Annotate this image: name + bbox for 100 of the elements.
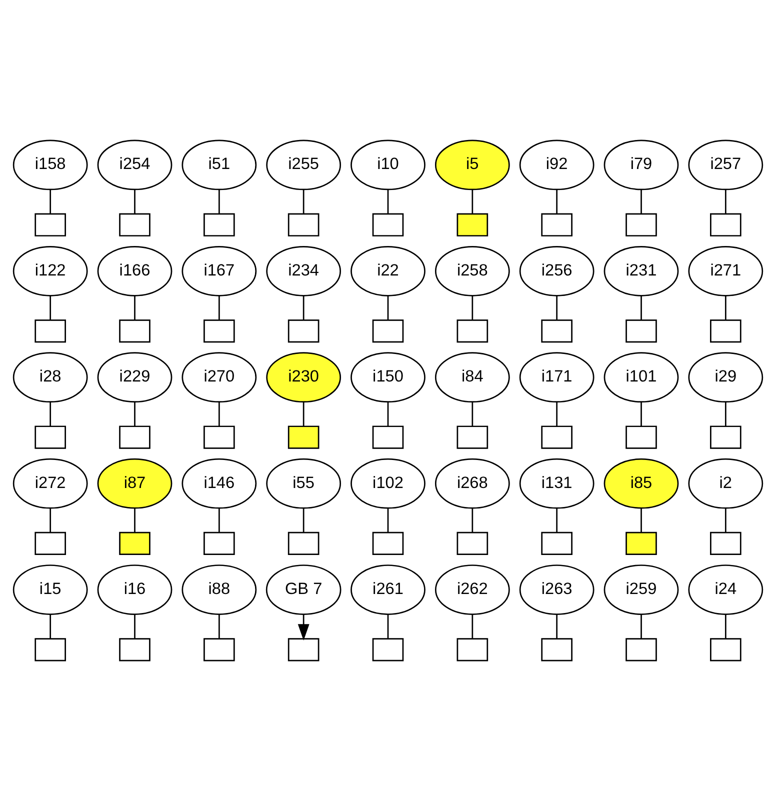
node-ellipse: i150	[350, 352, 426, 402]
node-ellipse: i231	[604, 245, 679, 296]
node-ellipse: i10	[350, 139, 426, 190]
node-box	[204, 638, 235, 661]
arrow	[298, 614, 310, 640]
connector	[472, 189, 474, 214]
node-ellipse: i101	[604, 352, 679, 402]
node-ellipse: i229	[97, 352, 172, 402]
node-ellipse: i258	[434, 245, 510, 296]
connector	[556, 508, 558, 532]
node-ellipse: i271	[688, 245, 764, 296]
node-box	[372, 319, 404, 342]
connector	[472, 508, 474, 532]
node-ellipse: i234	[266, 245, 342, 296]
connector	[218, 189, 220, 214]
node-box	[626, 638, 657, 661]
connector	[724, 508, 726, 532]
connector	[556, 401, 558, 426]
node-ellipse: i257	[688, 139, 764, 190]
node-box	[626, 319, 657, 342]
node-ellipse: i263	[519, 564, 594, 614]
connector	[50, 189, 52, 214]
node-ellipse: i262	[434, 564, 510, 614]
connector	[302, 401, 304, 426]
connector	[134, 189, 136, 214]
connector	[50, 295, 52, 320]
node-box	[541, 319, 572, 342]
node-box	[34, 212, 66, 236]
connector	[640, 401, 642, 426]
node-ellipse: i122	[12, 245, 88, 296]
node-box	[119, 531, 150, 555]
connector	[640, 295, 642, 320]
connector	[724, 614, 726, 638]
connector	[302, 189, 304, 214]
node-box	[456, 425, 488, 448]
node-box	[288, 531, 320, 555]
node-ellipse: i16	[97, 564, 172, 614]
node-box	[288, 212, 320, 236]
node-box	[372, 425, 404, 448]
node-ellipse: i22	[350, 245, 426, 296]
connector	[387, 401, 389, 426]
node-ellipse: i256	[519, 245, 594, 296]
connector	[218, 401, 220, 426]
node-box	[204, 531, 235, 555]
connector	[134, 295, 136, 320]
node-ellipse: i261	[350, 564, 426, 614]
node-box	[372, 638, 404, 661]
node-box	[34, 531, 66, 555]
node-ellipse: i131	[519, 458, 594, 508]
node-ellipse: i102	[350, 458, 426, 508]
node-ellipse: i51	[182, 139, 257, 190]
node-ellipse: i88	[182, 564, 257, 614]
node-box	[204, 212, 235, 236]
connector	[640, 508, 642, 532]
node-ellipse: i158	[12, 139, 88, 190]
node-ellipse: i92	[519, 139, 594, 190]
node-box	[626, 212, 657, 236]
connector	[472, 295, 474, 320]
node-ellipse: i84	[434, 352, 510, 402]
node-box	[204, 319, 235, 342]
connector	[387, 189, 389, 214]
node-box	[34, 638, 66, 661]
connector	[556, 295, 558, 320]
node-box	[288, 425, 320, 448]
node-box	[372, 531, 404, 555]
node-box	[710, 531, 742, 555]
connector	[302, 295, 304, 320]
node-box	[456, 638, 488, 661]
node-ellipse: i15	[12, 564, 88, 614]
node-box	[119, 319, 150, 342]
node-box	[541, 212, 572, 236]
node-ellipse: i79	[604, 139, 679, 190]
node-box	[541, 638, 572, 661]
node-box	[204, 425, 235, 448]
node-box	[34, 425, 66, 448]
connector	[134, 401, 136, 426]
connector	[387, 295, 389, 320]
connector	[556, 189, 558, 214]
node-ellipse: i166	[97, 245, 172, 296]
node-box	[288, 638, 320, 661]
node-ellipse: i2	[688, 458, 764, 508]
connector	[640, 614, 642, 638]
connector	[218, 295, 220, 320]
node-box	[710, 319, 742, 342]
connector	[556, 614, 558, 638]
connector	[50, 508, 52, 532]
node-ellipse: i85	[604, 458, 679, 508]
connector	[50, 614, 52, 638]
connector	[724, 189, 726, 214]
connector	[387, 508, 389, 532]
node-box	[119, 425, 150, 448]
connector	[387, 614, 389, 638]
node-box	[626, 531, 657, 555]
node-box	[34, 319, 66, 342]
node-box	[456, 212, 488, 236]
node-ellipse: i230	[266, 352, 342, 402]
node-box	[710, 212, 742, 236]
connector	[218, 614, 220, 638]
connector	[640, 189, 642, 214]
node-box	[119, 212, 150, 236]
